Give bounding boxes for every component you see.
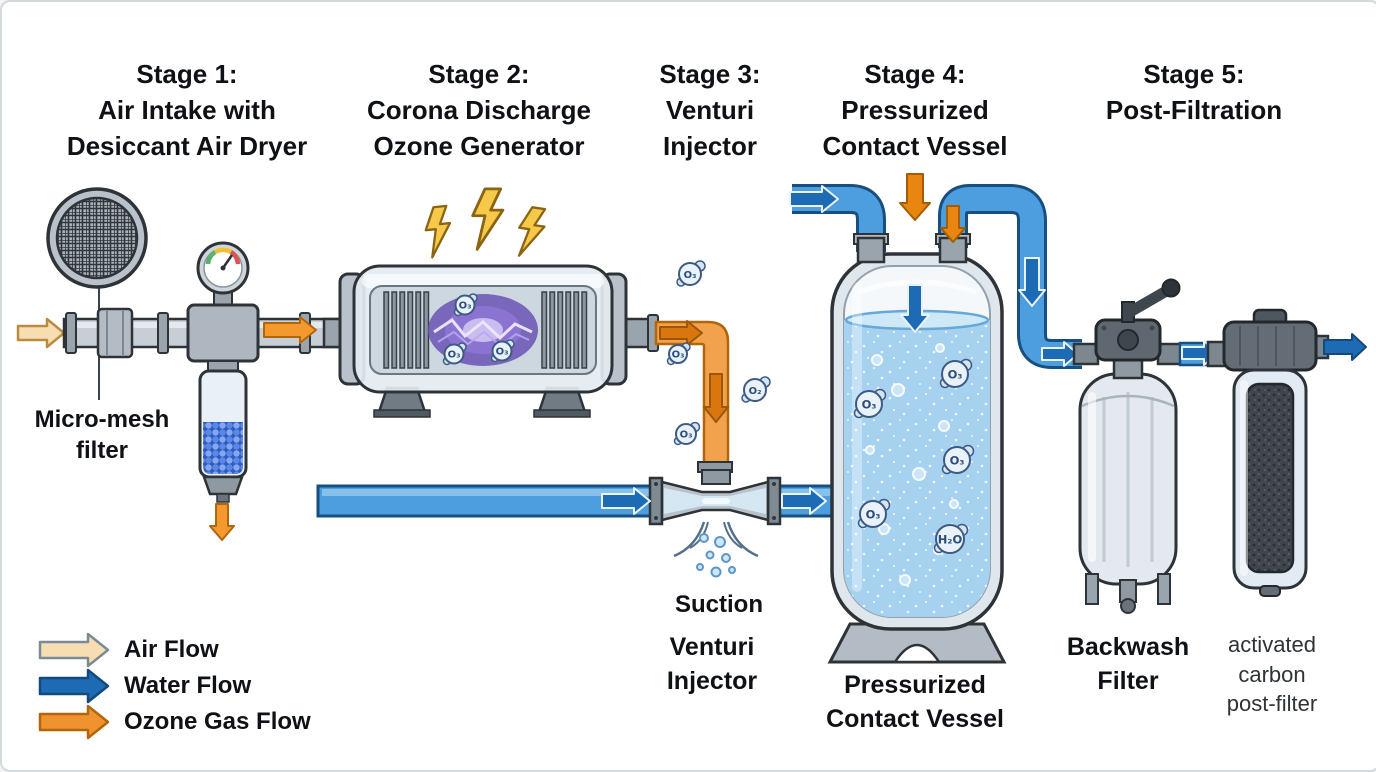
- electrode-plates-right: [541, 291, 588, 369]
- water-flow-arrow-outlet: [1323, 333, 1367, 361]
- legend-water-flow-arrow: [38, 668, 110, 704]
- svg-text:O₃: O₃: [950, 454, 965, 468]
- ozone-molecule: O₃: [442, 342, 467, 366]
- water-flow-arrow-downpipe: [1018, 257, 1046, 307]
- ozone-molecule: O₃: [941, 444, 975, 475]
- vessel-inlet-pipe: [792, 184, 886, 252]
- ozone-molecule: O₃: [676, 260, 706, 287]
- ozone-flow-arrow-down: [703, 373, 729, 423]
- venturi-injector-label: Venturi Injector: [666, 633, 758, 695]
- svg-text:O₃: O₃: [684, 270, 697, 281]
- svg-text:O₃: O₃: [866, 508, 881, 522]
- ozone-flow-arrow-dryer-drain: [209, 503, 235, 541]
- water-molecule: H₂O: [933, 523, 969, 554]
- carbon-post-filter-label: activated carbon post-filter: [1226, 632, 1318, 717]
- stage-1-title: Stage 1: Air Intake with Desiccant Air D…: [66, 59, 308, 161]
- ozone-flow-arrow-vessel-center: [899, 173, 931, 221]
- water-flow-arrow-before-venturi: [601, 487, 651, 515]
- legend-ozone-flow-label: Ozone Gas Flow: [124, 708, 311, 735]
- contact-vessel-label: Pressurized Contact Vessel: [826, 671, 1004, 733]
- ozone-flow-arrow-horizontal: [659, 320, 703, 346]
- stage-2-title: Stage 2: Corona Discharge Ozone Generato…: [367, 59, 591, 161]
- ozone-molecule: O₃: [939, 358, 973, 389]
- micro-mesh-filter-label: Micro-mesh filter: [34, 406, 170, 465]
- ozone-molecule: O₃: [666, 342, 691, 366]
- oxygen-molecule: O₂: [741, 376, 771, 403]
- svg-text:O₃: O₃: [948, 368, 963, 382]
- pressure-gauge: [196, 241, 250, 295]
- carbon-post-filter: [1206, 308, 1330, 597]
- lightning-bolts: [424, 187, 547, 259]
- backwash-filter-label: Backwash Filter: [1066, 633, 1190, 695]
- ozone-flow-arrow-to-generator: [263, 316, 317, 344]
- water-flow-arrow-to-backwash: [1041, 341, 1079, 367]
- ozone-molecule: O₃: [453, 293, 478, 317]
- svg-text:H₂O: H₂O: [938, 533, 963, 547]
- water-flow-arrow-after-venturi: [781, 487, 827, 515]
- svg-text:O₃: O₃: [459, 301, 472, 312]
- vessel-base: [827, 622, 1007, 664]
- svg-text:O₃: O₃: [448, 350, 461, 361]
- ozone-molecule: O₃: [673, 421, 701, 446]
- water-flow-arrow-vessel-inlet: [789, 185, 839, 213]
- vessel-outlet-pipe: [938, 184, 1082, 369]
- suction-label: Suction: [675, 591, 763, 618]
- water-flow-arrow-vessel-inside: [900, 284, 930, 333]
- micro-mesh-filter: [46, 187, 148, 400]
- legend-ozone-flow-arrow: [38, 704, 110, 740]
- stage-4-title: Stage 4: Pressurized Contact Vessel: [822, 59, 1008, 161]
- legend-air-flow-arrow: [38, 632, 110, 668]
- ozone-generator: O₃ O₃ O₃: [322, 264, 652, 394]
- backwash-filter: [1078, 372, 1178, 614]
- ozone-molecule: O₃: [857, 498, 891, 529]
- venturi-injector: [648, 469, 782, 526]
- electrode-plates-left: [383, 291, 430, 369]
- svg-text:O₃: O₃: [496, 347, 509, 358]
- svg-text:O₂: O₂: [749, 386, 762, 397]
- legend-air-flow-label: Air Flow: [124, 636, 219, 663]
- svg-text:O₃: O₃: [680, 430, 693, 441]
- stage-5-title: Stage 5: Post-Filtration: [1105, 59, 1283, 125]
- ozone-molecule: O₃: [490, 339, 515, 363]
- suction-spray: [673, 521, 759, 578]
- legend-water-flow-label: Water Flow: [124, 672, 252, 699]
- desiccant-air-dryer: [186, 289, 260, 503]
- generator-stands: [373, 386, 591, 418]
- stage-3-title: Stage 3: Venturi Injector: [659, 59, 761, 161]
- svg-text:O₃: O₃: [672, 350, 685, 361]
- ozone-molecule: O₃: [853, 388, 887, 419]
- backwash-multiport-valve: [1072, 278, 1184, 380]
- air-inlet-arrow: [16, 317, 66, 349]
- ozone-flow-arrow-vessel-right: [940, 205, 966, 243]
- svg-text:O₃: O₃: [862, 398, 877, 412]
